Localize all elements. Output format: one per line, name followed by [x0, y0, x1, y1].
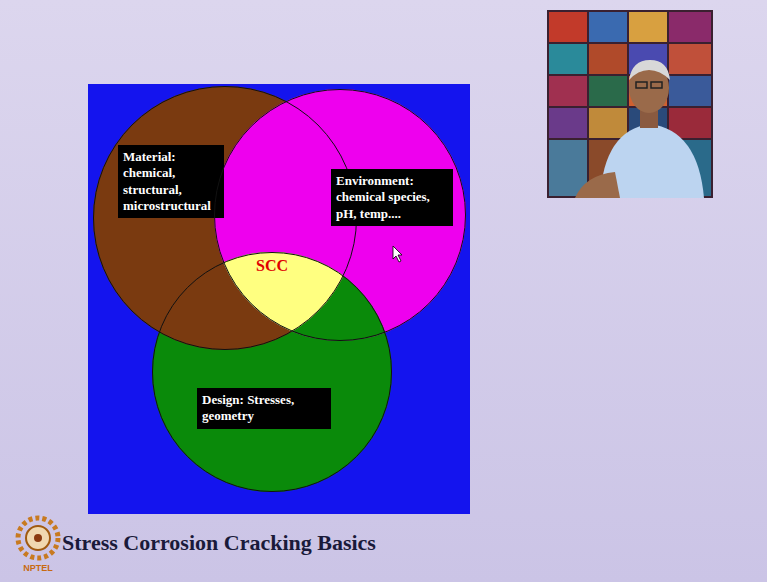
venn-circle: Environment: chemical species, pH, temp.…: [214, 89, 466, 341]
scc-intersection: [152, 252, 392, 492]
circle-border: [153, 253, 392, 492]
blue-panel: [88, 84, 470, 514]
venn-circle: Material: chemical, structural, microstr…: [93, 86, 357, 350]
mouse-cursor: [393, 246, 402, 262]
scc-label: SCC: [256, 257, 288, 275]
green-overlap: [152, 252, 392, 492]
slide-title: Stress Corrosion Cracking Basics: [62, 530, 376, 556]
text-box: Environment: chemical species, pH, temp.…: [331, 169, 453, 226]
circle-outline: [152, 252, 392, 492]
logo-gear: [18, 518, 58, 558]
video-frame: [547, 10, 713, 198]
circle-outline: [93, 86, 357, 350]
presenter: [575, 60, 704, 198]
logo-text: NPTEL: [23, 563, 53, 573]
logo-core: [26, 526, 50, 550]
circle-border: [94, 87, 357, 350]
venn-circle: Design: Stresses, geometry: [152, 252, 392, 492]
text-box: Material: chemical, structural, microstr…: [118, 145, 224, 218]
text-box: Design: Stresses, geometry: [197, 388, 331, 429]
circle-border: [215, 90, 466, 341]
logo-center: [34, 534, 42, 542]
